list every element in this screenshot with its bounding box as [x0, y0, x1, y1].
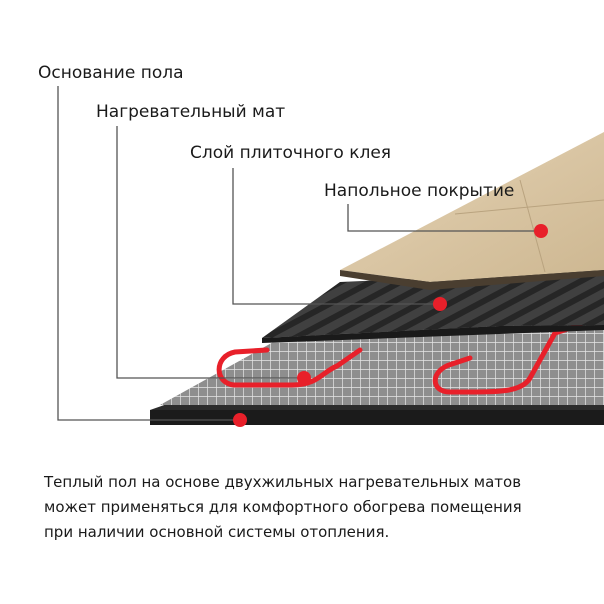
marker-dot-heating-mat: [297, 371, 311, 385]
leader-base: [57, 86, 240, 421]
leader-adhesive: [232, 168, 440, 305]
caption-line-1: Теплый пол на основе двухжильных нагрева…: [44, 473, 522, 491]
label-heating-mat: Нагревательный мат: [96, 102, 285, 122]
caption-line-2: может применяться для комфортного обогре…: [44, 498, 522, 516]
leader-heating-mat: [116, 126, 304, 379]
marker-dots: [233, 224, 548, 427]
floor-covering-layer: [340, 132, 604, 290]
heating-mat-layer: [160, 312, 604, 405]
caption: Теплый пол на основе двухжильных нагрева…: [44, 470, 584, 545]
marker-dot-base: [233, 413, 247, 427]
leader-lines: [57, 86, 541, 421]
label-flooring: Напольное покрытие: [324, 181, 514, 201]
marker-dot-adhesive: [433, 297, 447, 311]
label-adhesive: Слой плиточного клея: [190, 143, 391, 163]
leader-flooring: [347, 204, 541, 232]
caption-line-3: при наличии основной системы отопления.: [44, 523, 390, 541]
heated-floor-diagram: Основание пола Нагревательный мат Слой п…: [38, 63, 604, 427]
marker-dot-flooring: [534, 224, 548, 238]
label-base: Основание пола: [38, 63, 184, 83]
